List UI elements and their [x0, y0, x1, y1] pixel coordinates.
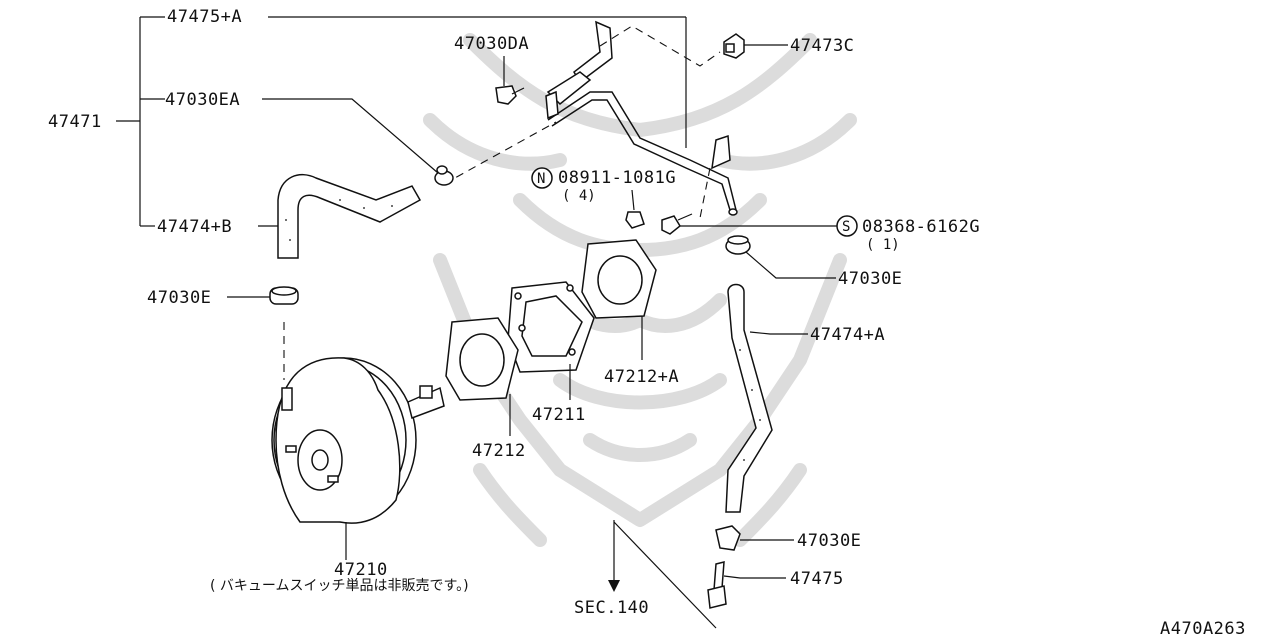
- gasket-47212a: [581, 239, 657, 360]
- check-valve-47475: [707, 561, 786, 609]
- label-08368-qty: ( 1): [866, 237, 900, 253]
- label-47212-a: 47212+A: [604, 367, 679, 387]
- label-47211: 47211: [532, 405, 586, 425]
- label-08368-6162g: 08368-6162G: [862, 217, 980, 237]
- assembly-dashed-lines: [283, 25, 721, 380]
- clamp-47030ea: [434, 165, 454, 186]
- label-symbol-s: S: [842, 219, 850, 235]
- label-47212: 47212: [472, 441, 526, 461]
- section-reference: [608, 520, 717, 629]
- label-08911-1081g: 08911-1081G: [558, 168, 676, 188]
- label-47030e-right: 47030E: [838, 269, 902, 289]
- label-47210: 47210: [334, 560, 388, 580]
- label-47475-a: 47475+A: [167, 7, 242, 27]
- clip-47473c: [723, 33, 788, 59]
- clamp-47030e-bottom: [715, 525, 794, 551]
- hose-47474a: [725, 283, 808, 513]
- label-47474-a: 47474+A: [810, 325, 885, 345]
- hose-47474b: [277, 173, 422, 259]
- label-47473c: 47473C: [790, 36, 854, 56]
- label-47030da: 47030DA: [454, 34, 529, 54]
- label-47210-note: ( バキュームスイッチ単品は非販売です。): [210, 578, 469, 594]
- label-diagram-code: A470A263: [1160, 619, 1246, 638]
- label-symbol-n: N: [537, 171, 545, 187]
- nut-08911-1081g: [531, 167, 645, 229]
- group-47471-bracket: [116, 16, 687, 227]
- label-47471: 47471: [48, 112, 102, 132]
- label-47030e-left: 47030E: [147, 288, 211, 308]
- clamp-47030e-left: [227, 286, 299, 305]
- spacer-47211: [507, 281, 595, 400]
- label-47030ea: 47030EA: [165, 90, 240, 110]
- gasket-47212: [445, 317, 519, 436]
- clamp-47030e-right: [725, 235, 836, 279]
- label-47030e-bottom: 47030E: [797, 531, 861, 551]
- bolt-47030da: [495, 56, 525, 105]
- brake-booster-47210: [271, 357, 445, 560]
- label-47475: 47475: [790, 569, 844, 589]
- bolt-08368-6162g: [661, 213, 858, 237]
- label-08911-qty: ( 4): [562, 188, 596, 204]
- vacuum-pipe-47475a: [545, 20, 738, 216]
- label-sec-140: SEC.140: [574, 598, 649, 618]
- label-47474-b: 47474+B: [157, 217, 232, 237]
